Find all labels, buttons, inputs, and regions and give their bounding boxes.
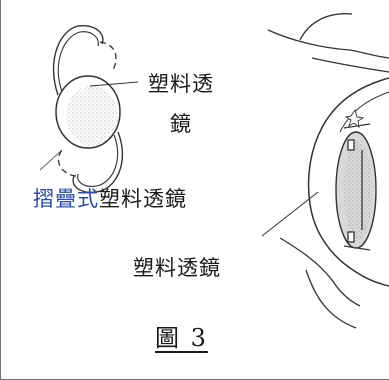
label-foldable-suffix: 塑料透鏡 xyxy=(99,187,187,211)
label-plastic-lens-line2: 鏡 xyxy=(170,112,191,136)
label-foldable-prefix: 摺疊式 xyxy=(33,187,99,211)
label-plastic-lens-line1: 塑料透 xyxy=(148,72,214,96)
label-implanted-lens: 塑料透鏡 xyxy=(133,256,221,280)
label-foldable-plastic-lens: 摺疊式塑料透鏡 xyxy=(33,183,187,213)
eye-cross-section xyxy=(261,13,389,329)
figure-caption: 圖 3 xyxy=(155,324,208,352)
plastic-lens-illustration xyxy=(39,25,139,193)
